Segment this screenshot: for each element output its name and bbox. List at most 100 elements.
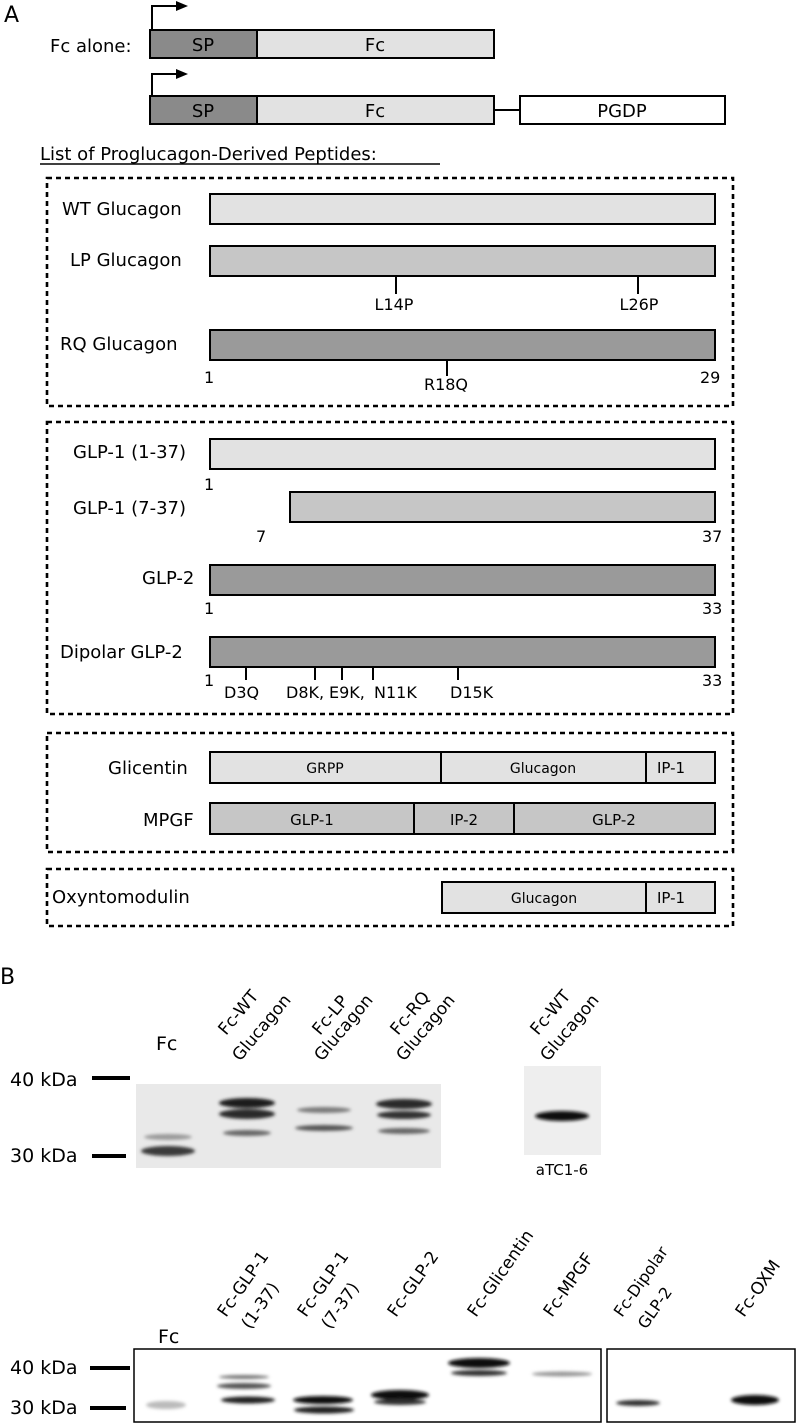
- band: [376, 1099, 432, 1109]
- residue-7: 7: [256, 527, 266, 546]
- membrane-frame: [606, 1348, 796, 1423]
- pgdp-box: [519, 95, 726, 125]
- dashed-box: [45, 420, 735, 716]
- residue-start: 1: [204, 368, 214, 387]
- mutation-r18q: R18Q: [424, 375, 468, 394]
- glp2-label: GLP-2: [142, 568, 194, 589]
- dashed-box: [45, 731, 735, 854]
- ip1-segment: [645, 751, 716, 784]
- ip1-segment: [645, 881, 716, 914]
- band: [297, 1107, 351, 1113]
- promoter-arrow-head: [176, 1, 188, 11]
- grpp-label: GRPP: [306, 761, 343, 777]
- blot2: Fc-WT Glucagon aTC1-6: [524, 986, 604, 1179]
- band: [374, 1399, 426, 1405]
- marker-40kda: 40 kDa: [10, 1069, 78, 1091]
- band: [532, 1371, 592, 1377]
- construct-fc-alone: Fc alone: SP Fc: [50, 1, 495, 59]
- glucagon-label: Glucagon: [510, 761, 576, 777]
- construct-fc-pgdp: SP Fc PGDP: [149, 69, 726, 125]
- sp-box: [149, 95, 258, 125]
- lane-label-fc: Fc: [156, 1033, 177, 1055]
- glp1-737-label: GLP-1 (7-37): [73, 498, 186, 519]
- glicentin-label: Glicentin: [108, 758, 188, 779]
- residue-33: 33: [702, 599, 722, 618]
- oxm-group: Oxyntomodulin Glucagon IP-1: [45, 867, 735, 928]
- membrane-frame: [133, 1348, 602, 1423]
- glp-group: GLP-1 (1-37) 1 GLP-1 (7-37) 7 37 GLP-2 1…: [45, 420, 735, 716]
- band: [448, 1358, 510, 1368]
- band: [146, 1401, 186, 1409]
- glp2-bar: [209, 564, 716, 596]
- membrane: [136, 1084, 441, 1168]
- ip2-label: IP-2: [450, 811, 478, 829]
- blot1-lane-labels: Fc Fc-WT Glucagon Fc-LP Glucagon Fc-RQ G…: [156, 986, 460, 1065]
- mpgf-label: MPGF: [143, 810, 194, 831]
- panel-a-letter: A: [4, 3, 19, 28]
- residue-37: 37: [702, 527, 722, 546]
- lp-glucagon-label: LP Glucagon: [70, 250, 182, 271]
- glp1-137-bar: [209, 438, 716, 470]
- mutation-d8k: D8K,: [286, 683, 324, 702]
- lane-label-mpgf: Fc-MPGF: [540, 1249, 598, 1320]
- residue-1: 1: [204, 599, 214, 618]
- fc-label: Fc: [365, 101, 385, 122]
- glp1-label: GLP-1: [290, 811, 334, 829]
- lane-label-oxm: Fc-OXM: [732, 1257, 785, 1321]
- dashed-box: [45, 867, 735, 928]
- band: [219, 1098, 275, 1108]
- marker-30kda: 30 kDa: [10, 1145, 78, 1167]
- pgdp-label: PGDP: [597, 101, 647, 122]
- rq-glucagon-label: RQ Glucagon: [60, 334, 178, 355]
- ip1-label: IP-1: [657, 889, 685, 907]
- mutation-l14p: L14P: [375, 295, 414, 314]
- band: [371, 1390, 429, 1400]
- blot1-membrane: [136, 1084, 441, 1168]
- promoter-arrow: [151, 73, 178, 96]
- blot3-membrane-left: [133, 1348, 602, 1423]
- mutation-d15k: D15K: [450, 683, 494, 702]
- band: [223, 1130, 271, 1136]
- mutation-n11k: N11K: [374, 683, 417, 702]
- band: [144, 1134, 192, 1140]
- wt-glucagon-label: WT Glucagon: [62, 199, 182, 220]
- panel-b-letter: B: [0, 965, 15, 990]
- mutation-e9k: E9K,: [329, 683, 365, 702]
- glucagon-group: WT Glucagon LP Glucagon L14P L26P RQ Glu…: [45, 176, 735, 408]
- wt-glucagon-bar: [209, 193, 716, 225]
- band: [217, 1383, 271, 1389]
- rq-glucagon-bar: [209, 329, 716, 361]
- band: [731, 1395, 779, 1405]
- dashed-box: [45, 176, 735, 408]
- ip2-segment: [413, 802, 515, 835]
- mutation-d3q: D3Q: [224, 683, 259, 702]
- residue-1: 1: [204, 475, 214, 494]
- promoter-arrow-head: [176, 69, 188, 79]
- glucagon-segment: [441, 881, 647, 914]
- lane-label-fc: Fc: [158, 1326, 179, 1348]
- membrane: [524, 1066, 601, 1155]
- mutation-l26p: L26P: [620, 295, 659, 314]
- band: [377, 1111, 431, 1119]
- sp-box: [149, 29, 258, 59]
- blot3-lane-labels: Fc Fc-GLP-1 (1-37) Fc-GLP-1 (7-37) Fc-GL…: [158, 1226, 785, 1348]
- fc-box: [256, 29, 495, 59]
- blot3-membrane-right: [606, 1348, 796, 1423]
- oxm-label: Oxyntomodulin: [52, 887, 190, 908]
- band: [616, 1400, 660, 1406]
- band: [378, 1128, 430, 1134]
- sp-label: SP: [192, 101, 214, 122]
- lp-glucagon-bar: [209, 245, 716, 277]
- list-title: List of Proglucagon-Derived Peptides:: [40, 144, 377, 165]
- glp1-137-label: GLP-1 (1-37): [73, 442, 186, 463]
- residue-end: 29: [700, 368, 720, 387]
- dipolar-glp2-bar: [209, 636, 716, 668]
- sp-label: SP: [192, 35, 214, 56]
- band: [219, 1375, 269, 1379]
- band: [219, 1109, 275, 1119]
- glp1-segment: [209, 802, 415, 835]
- lane-label-glicentin: Fc-Glicentin: [464, 1226, 538, 1320]
- band: [451, 1370, 507, 1376]
- band: [141, 1146, 195, 1156]
